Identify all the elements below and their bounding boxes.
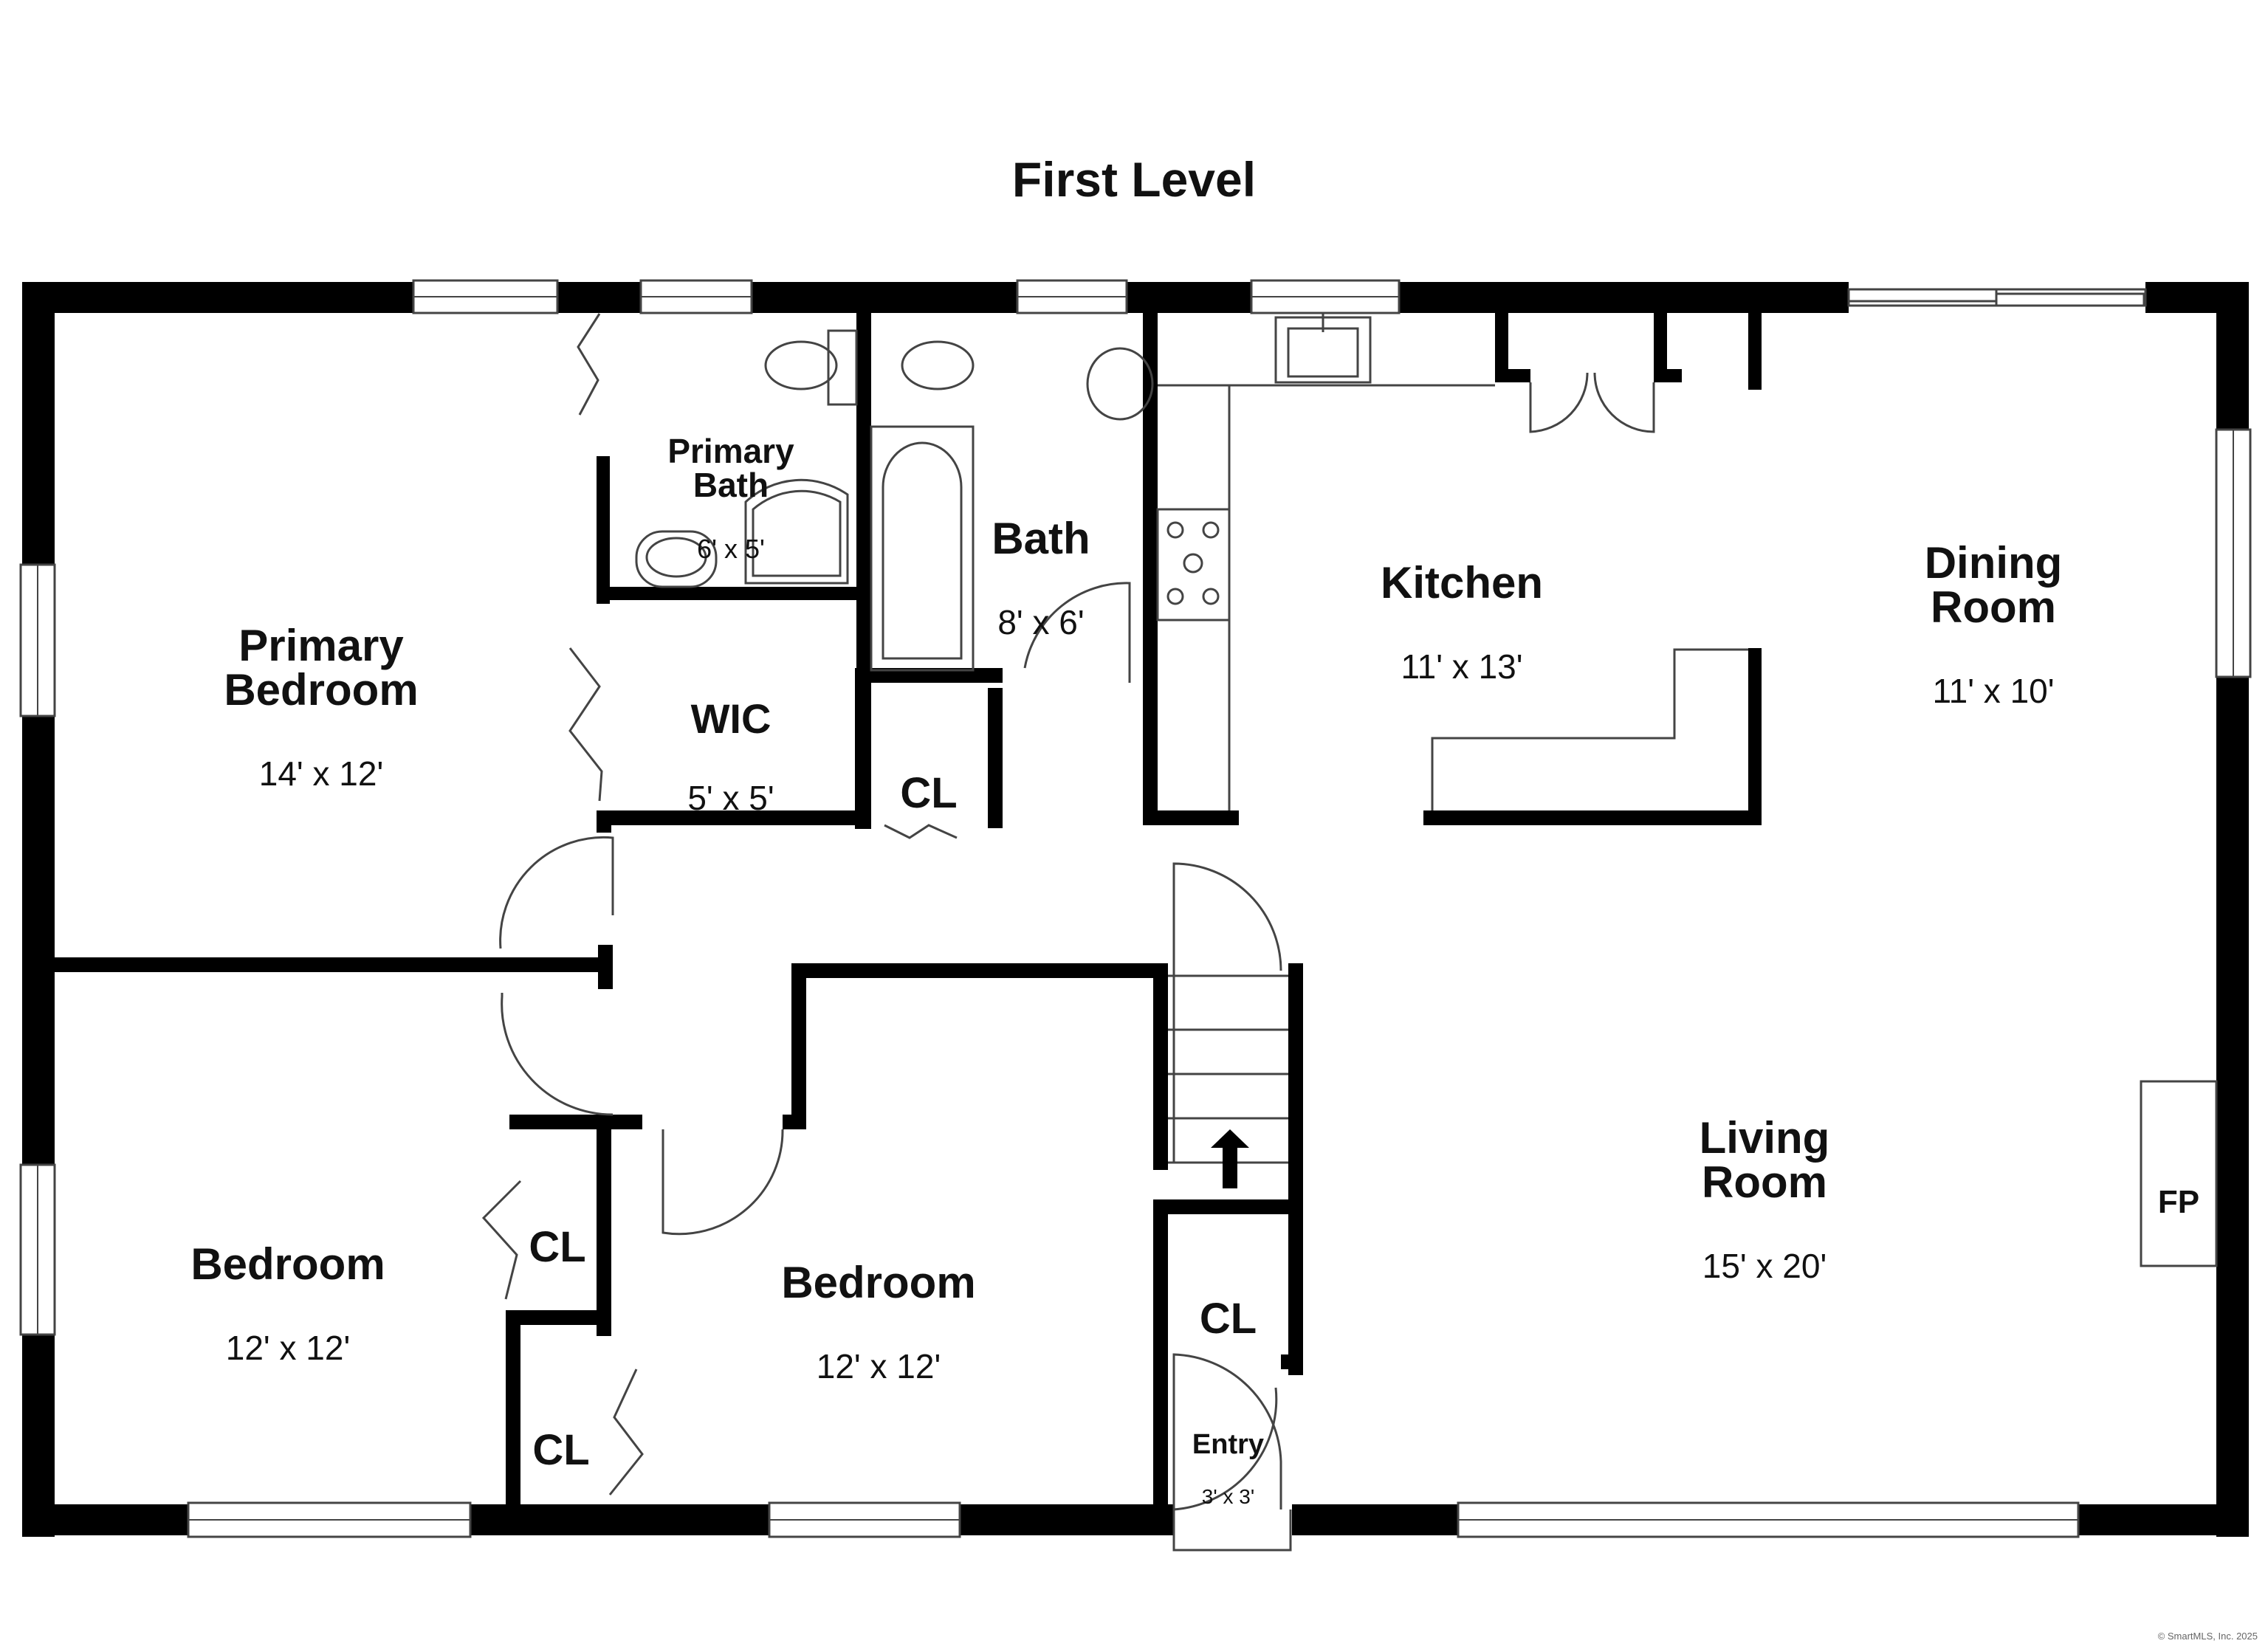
closet-hall: CL <box>870 729 988 858</box>
room-bath: Bath 8' x 6' <box>967 472 1115 684</box>
room-name: Primary Bedroom <box>224 621 419 715</box>
room-name: CL <box>529 1223 586 1271</box>
room-dims: 12' x 12' <box>816 1347 941 1385</box>
room-name: Primary Bath <box>667 432 794 504</box>
room-primary-bath: Primary Bath 6' x 5' <box>642 400 819 596</box>
interior-walls <box>52 309 1762 1517</box>
room-name: Bedroom <box>190 1239 385 1289</box>
room-dims: 11' x 10' <box>1932 672 2055 710</box>
room-dims: 3' x 3' <box>1201 1485 1255 1508</box>
room-name: FP <box>2157 1184 2200 1220</box>
fixtures <box>481 288 2218 1552</box>
stair-up-arrow-icon <box>1211 1129 1249 1188</box>
room-name: Bath <box>992 514 1090 563</box>
room-living-room: Living Room 15' x 20' <box>1654 1072 1875 1327</box>
room-name: Kitchen <box>1380 558 1544 607</box>
room-dims: 11' x 13' <box>1401 647 1523 686</box>
room-dims: 5' x 5' <box>687 779 774 817</box>
room-kitchen: Kitchen 11' x 13' <box>1351 517 1573 728</box>
room-dims: 12' x 12' <box>225 1329 351 1367</box>
room-name: CL <box>900 769 958 817</box>
room-dims: 14' x 12' <box>258 754 384 793</box>
room-name: Living Room <box>1699 1113 1830 1207</box>
floor-title: First Level <box>1011 152 1257 207</box>
closet-entry: CL <box>1168 1255 1288 1383</box>
room-bedroom-center: Bedroom 12' x 12' <box>738 1216 1019 1428</box>
room-name: CL <box>1199 1295 1257 1343</box>
closet-upper: CL <box>509 1183 605 1312</box>
room-dims: 15' x 20' <box>1702 1247 1827 1285</box>
room-dims: 8' x 6' <box>997 603 1085 641</box>
room-name: CL <box>532 1426 590 1474</box>
room-primary-bedroom: Primary Bedroom 14' x 12' <box>185 579 458 835</box>
room-name: Bedroom <box>781 1258 976 1307</box>
room-name: Dining Room <box>1924 538 2063 632</box>
room-entry: Entry 3' x 3' <box>1168 1402 1288 1535</box>
room-wic: WIC 5' x 5' <box>642 657 819 856</box>
copyright-credit: © SmartMLS, Inc. 2025 <box>2157 1631 2258 1642</box>
room-dims: 6' x 5' <box>697 534 765 564</box>
closet-lower: CL <box>513 1386 609 1515</box>
room-name: Entry <box>1192 1429 1265 1460</box>
fireplace: FP <box>2141 1154 2216 1251</box>
room-dining-room: Dining Room 11' x 10' <box>1875 497 2111 752</box>
room-bedroom-left: Bedroom 12' x 12' <box>148 1198 428 1409</box>
room-name: WIC <box>690 695 772 742</box>
